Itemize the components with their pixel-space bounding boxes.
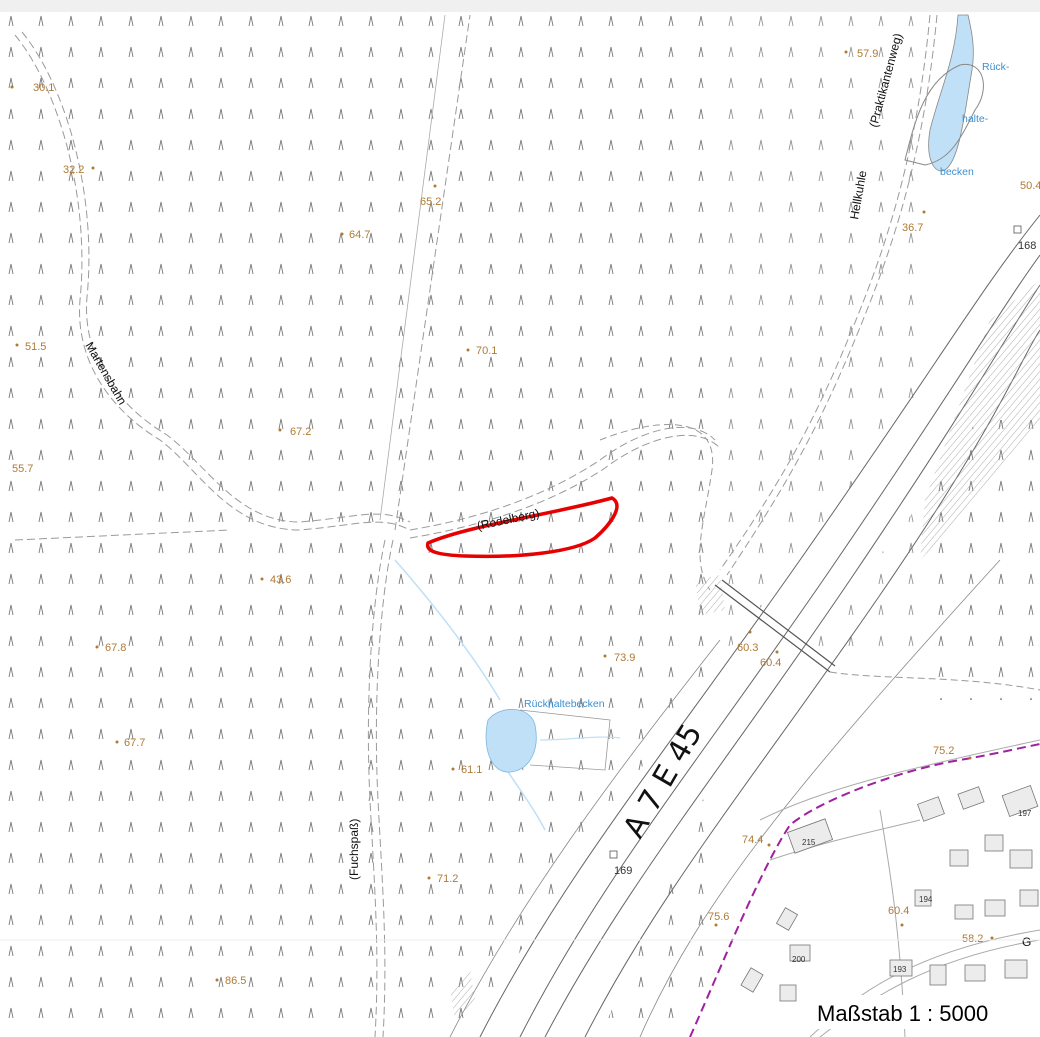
spot-height: 65.2 — [420, 196, 441, 208]
spot-height: 43.6 — [270, 574, 291, 586]
spot-height: 50.4 — [1020, 180, 1040, 192]
house-number: 197 — [1018, 809, 1032, 818]
house-number: 200 — [792, 955, 806, 964]
spot-height: 51.5 — [25, 341, 46, 353]
spot-height: 58.2 — [962, 933, 983, 945]
path-east-of-bridge — [829, 671, 1040, 691]
retention-basin-north-dam — [904, 64, 984, 166]
house-number: 169 — [614, 865, 632, 877]
house-number: 215 — [802, 838, 816, 847]
highway-edge-west — [479, 214, 1040, 1037]
highway-corridor — [470, 250, 1040, 1037]
water-label-north-2: halte- — [962, 113, 989, 125]
spot-height: 74.4 — [742, 834, 763, 846]
highway-service-road-east — [639, 559, 1001, 1037]
spot-height: 57.9 — [857, 48, 878, 60]
spot-height: 60.3 — [737, 642, 758, 654]
spot-height: 86.5 — [225, 975, 246, 987]
embankment-bridge — [695, 575, 725, 615]
embankment-south — [450, 970, 475, 1020]
bridge — [714, 579, 836, 673]
spot-height: 73.9 — [614, 652, 635, 664]
stream-1 — [394, 559, 501, 701]
spot-height: 64.7 — [349, 229, 370, 241]
retention-basin-south-rim — [519, 709, 611, 771]
scale-label: Maßstab 1 : 5000 — [817, 1001, 988, 1026]
spot-height: 55.7 — [12, 463, 33, 475]
spot-height: 32.2 — [63, 164, 84, 176]
water-label-north-3: becken — [940, 166, 974, 178]
retention-basin-north — [928, 14, 974, 172]
spot-heights: 30.1 32.2 65.2 64.7 57.9 36.7 50.4 51.5 … — [10, 48, 1040, 987]
stream-3 — [539, 736, 621, 741]
street-label-g: G — [1022, 935, 1031, 949]
buildings — [740, 785, 1039, 1017]
spot-height: 75.6 — [708, 911, 729, 923]
highway-service-road — [449, 639, 721, 1037]
top-bar — [0, 0, 1040, 12]
boundary-line — [689, 743, 1040, 1037]
spot-height: 67.2 — [290, 426, 311, 438]
spot-height: 67.8 — [105, 642, 126, 654]
embankment-east — [920, 280, 1040, 560]
spot-height: 67.7 — [124, 737, 145, 749]
house-number: 194 — [919, 895, 933, 904]
water-label-north-1: Rück- — [982, 61, 1010, 73]
retention-basin-south — [485, 708, 537, 773]
spot-height: 36.7 — [902, 222, 923, 234]
spot-height: 60.4 — [888, 905, 909, 917]
street-label-fuchspass: (Fuchspaß) — [347, 819, 361, 880]
spot-height: 75.2 — [933, 745, 954, 757]
water-label-south: Rückhaltebecken — [524, 698, 605, 710]
spot-height: 70.1 — [476, 345, 497, 357]
house-number: 168 — [1018, 240, 1036, 252]
track — [379, 14, 446, 521]
bridge-path — [599, 424, 714, 591]
house-number: 193 — [893, 965, 907, 974]
spot-height: 61.1 — [461, 764, 482, 776]
spot-height: 30.1 — [33, 82, 54, 94]
rodelberg-highlight[interactable] — [425, 496, 619, 559]
spot-height: 60.4 — [760, 657, 781, 669]
forest-paths — [14, 14, 938, 1037]
scale-box — [812, 995, 1032, 1029]
spot-height: 71.2 — [437, 873, 458, 885]
settlement-area — [690, 720, 1040, 1037]
house-numbers: 168 169 215 197 194 200 193 — [609, 225, 1036, 974]
